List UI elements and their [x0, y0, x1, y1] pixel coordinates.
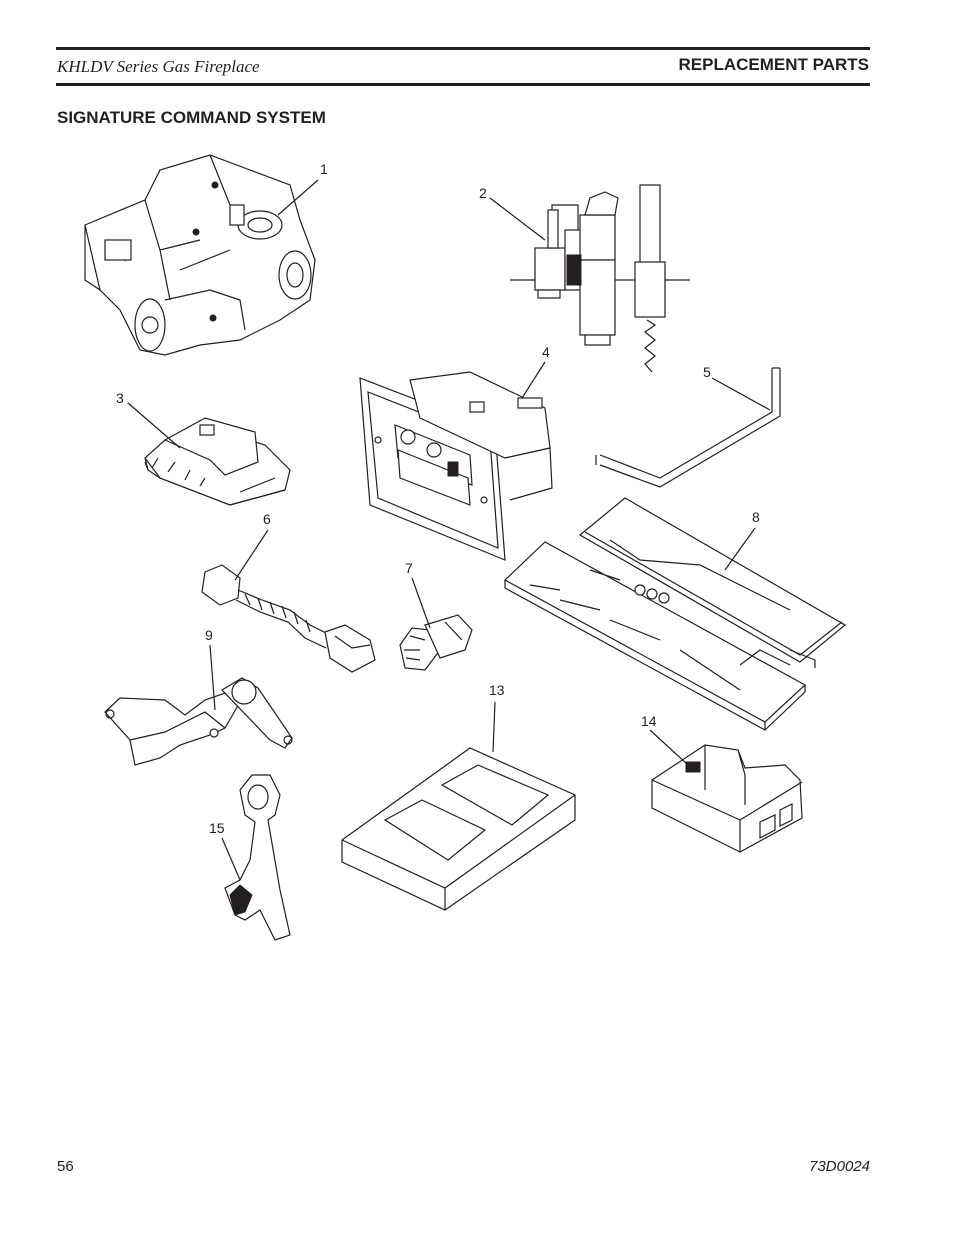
chapter-title: REPLACEMENT PARTS — [678, 55, 869, 74]
header-rule-top — [56, 47, 870, 50]
section-title: SIGNATURE COMMAND SYSTEM — [57, 108, 326, 127]
callout-13: 13 — [489, 682, 505, 698]
control-module-part — [651, 744, 803, 853]
leader-1 — [277, 179, 319, 216]
pilot-assembly-part — [510, 184, 690, 373]
leader-2 — [489, 197, 546, 241]
callout-3: 3 — [116, 390, 124, 406]
battery-tray-part — [341, 747, 576, 911]
leader-9 — [209, 644, 216, 711]
bent-rod-part — [595, 367, 781, 488]
header-rule-bottom — [56, 83, 870, 86]
callout-7: 7 — [405, 560, 413, 576]
leader-6 — [234, 529, 269, 581]
elbow-bracket-part — [104, 677, 293, 766]
callout-5: 5 — [703, 364, 711, 380]
leader-4 — [521, 361, 546, 399]
gas-valve-part — [84, 154, 316, 356]
fitting-part — [399, 614, 473, 671]
document-code: 73D0024 — [809, 1158, 870, 1175]
callout-9: 9 — [205, 627, 213, 643]
leader-8 — [724, 527, 756, 571]
callout-14: 14 — [641, 713, 657, 729]
leader-5 — [711, 377, 771, 411]
leader-3 — [127, 402, 181, 449]
page-number: 56 — [57, 1158, 74, 1175]
leader-15 — [221, 837, 241, 881]
leader-lines — [127, 179, 771, 881]
leader-14 — [649, 729, 689, 766]
leader-13 — [492, 701, 496, 753]
callout-8: 8 — [752, 509, 760, 525]
wrench-part — [224, 774, 291, 941]
receiver-wall-plate-part — [359, 371, 553, 561]
ignition-module-part — [144, 417, 291, 506]
callout-6: 6 — [263, 511, 271, 527]
leader-7 — [411, 577, 431, 629]
callout-4: 4 — [542, 344, 550, 360]
document-title: KHLDV Series Gas Fireplace — [57, 57, 260, 76]
callout-15: 15 — [209, 820, 225, 836]
burner-tray-part — [503, 497, 847, 732]
callout-2: 2 — [479, 185, 487, 201]
flex-connector-part — [201, 564, 376, 673]
callout-1: 1 — [320, 161, 328, 177]
